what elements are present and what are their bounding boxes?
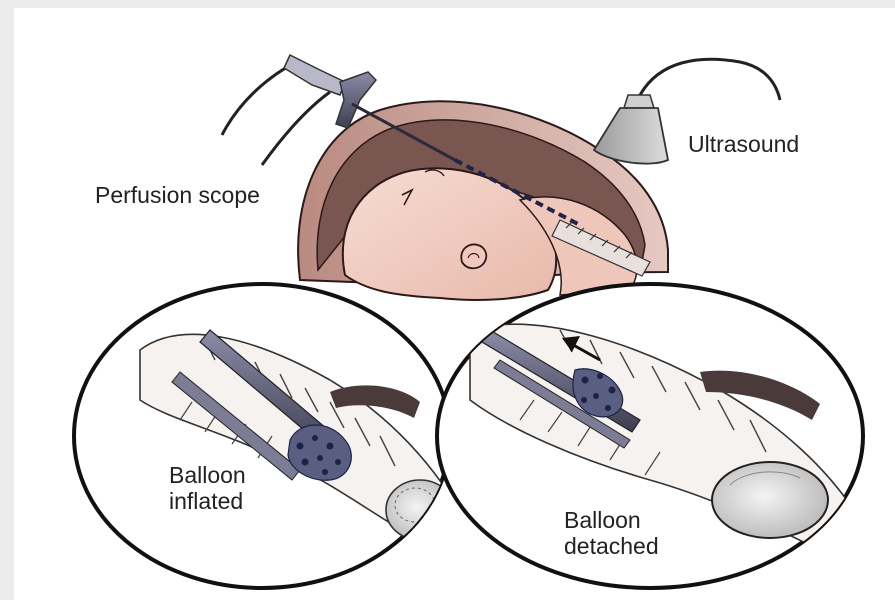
label-balloon-detached-line2: detached [564, 533, 659, 559]
fetus-ear [461, 244, 486, 268]
label-balloon-inflated-line1: Balloon [169, 462, 246, 488]
inset-balloon-inflated [74, 284, 454, 588]
label-balloon-detached-line1: Balloon [564, 507, 659, 533]
label-balloon-detached: Balloon detached [564, 507, 659, 559]
probe-head [594, 108, 668, 164]
label-balloon-inflated: Balloon inflated [169, 462, 246, 514]
label-ultrasound: Ultrasound [688, 131, 799, 157]
label-perfusion-scope: Perfusion scope [95, 182, 260, 208]
probe-cable-base [624, 95, 654, 108]
label-balloon-inflated-line2: inflated [169, 488, 246, 514]
